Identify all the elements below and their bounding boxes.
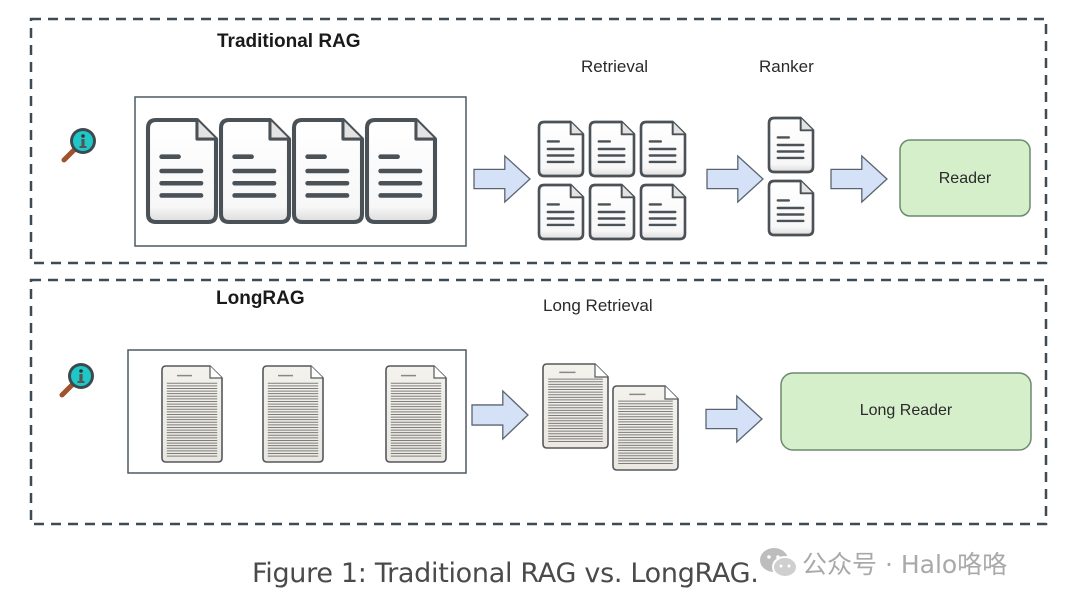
- long-corpus-document: [262, 365, 324, 463]
- retrieved-document: [639, 120, 687, 178]
- long-corpus-document: [385, 365, 447, 463]
- corpus-document: [218, 117, 292, 225]
- ranked-document: [767, 179, 815, 237]
- retrieved-document: [537, 120, 585, 178]
- retrieved-document: [639, 183, 687, 241]
- longrag-title: LongRAG: [216, 288, 305, 309]
- ranker-label: Ranker: [759, 57, 814, 76]
- flow-arrow: [471, 389, 529, 441]
- flow-arrow: [706, 154, 764, 204]
- ranked-document: [767, 116, 815, 174]
- reader-box: [899, 139, 1031, 217]
- flow-arrow: [830, 154, 888, 204]
- query-icon: [59, 363, 94, 398]
- figure-caption: Figure 1: Traditional RAG vs. LongRAG.: [252, 558, 759, 589]
- flow-arrow: [473, 154, 531, 204]
- traditional-rag-title: Traditional RAG: [217, 31, 361, 52]
- corpus-document: [145, 117, 219, 225]
- query-icon: [61, 128, 96, 163]
- long-retrieved-document: [612, 385, 679, 471]
- retrieved-document: [537, 183, 585, 241]
- long-reader-box: [780, 372, 1032, 451]
- wechat-icon: [758, 545, 802, 581]
- long-reader-label: Long Reader: [859, 402, 953, 419]
- reader-label: Reader: [938, 170, 992, 187]
- retrieval-label: Retrieval: [581, 57, 649, 76]
- corpus-document: [291, 117, 365, 225]
- flow-arrow: [705, 394, 763, 444]
- long-retrieval-label: Long Retrieval: [543, 296, 653, 315]
- watermark-text: 公众号 · Halo咯咯: [802, 550, 1008, 579]
- long-retrieved-document: [542, 363, 609, 449]
- long-corpus-document: [161, 365, 223, 463]
- corpus-document: [364, 117, 438, 225]
- retrieved-document: [588, 183, 636, 241]
- retrieved-document: [588, 120, 636, 178]
